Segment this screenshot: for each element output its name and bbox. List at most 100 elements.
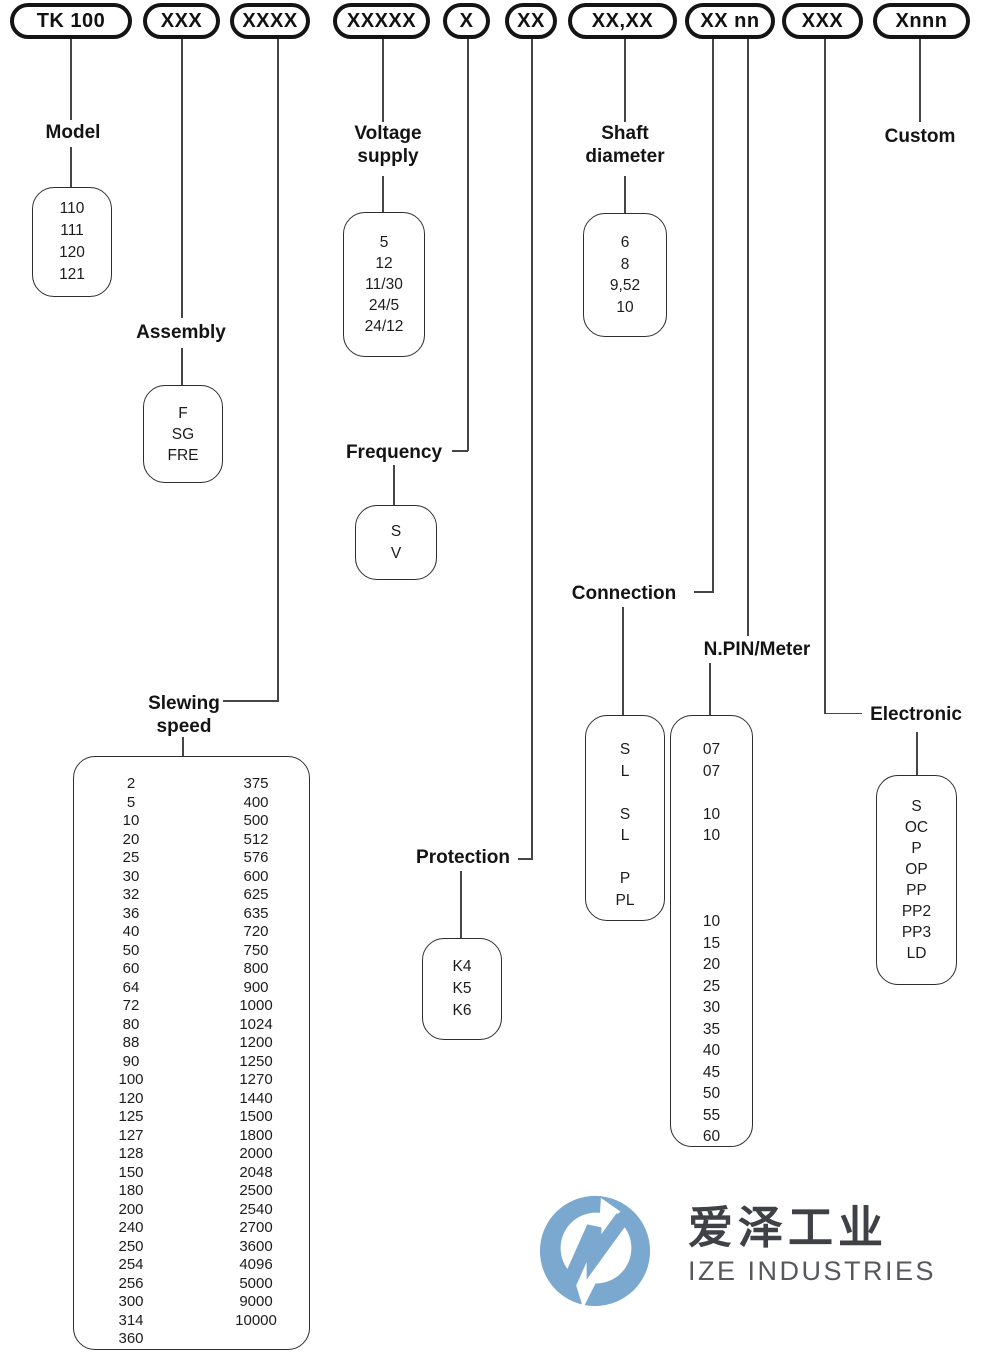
option-value: 30	[122, 867, 140, 885]
label-line: diameter	[585, 146, 665, 167]
code-segment-box-connection: XX nn	[685, 3, 775, 39]
connector-line	[277, 39, 279, 702]
option-value: 35	[702, 1020, 721, 1038]
option-value: 11/30	[365, 276, 403, 293]
code-segment-box-protection: XX	[505, 3, 557, 39]
connector-line	[919, 39, 921, 122]
option-value: 100	[118, 1071, 144, 1088]
company-name-en: IZE INDUSTRIES	[688, 1256, 937, 1286]
option-value: 254	[118, 1256, 144, 1273]
option-value: 120	[59, 244, 85, 261]
option-value	[671, 847, 752, 869]
option-value: K6	[452, 1002, 472, 1019]
option-value: 5	[126, 793, 136, 811]
option-value: 2	[126, 775, 136, 792]
label-line: supply	[357, 146, 419, 167]
option-value: 30	[702, 999, 721, 1016]
option-value: 1800	[239, 1126, 273, 1144]
option-value: 110	[59, 200, 85, 217]
connector-line	[916, 732, 918, 775]
connector-line	[382, 39, 384, 122]
option-value: PL	[615, 891, 635, 909]
field-label-protection: Protection	[416, 847, 510, 868]
option-value: K4	[452, 958, 472, 975]
connector-line	[460, 871, 462, 938]
option-value: S	[619, 741, 631, 758]
option-value: 576	[243, 849, 269, 866]
option-value: 1200	[239, 1034, 273, 1051]
code-segment-box-frequency: X	[443, 3, 490, 39]
option-value: P	[911, 840, 922, 857]
option-value: 60	[122, 960, 140, 977]
option-value	[586, 782, 664, 804]
option-value: 24/5	[368, 297, 400, 314]
option-value	[586, 847, 664, 869]
code-segment-box-shaft: XX,XX	[568, 3, 677, 39]
code-segment-box-slewing: XXXX	[230, 3, 310, 39]
code-segment-box-custom: Xnnn	[873, 3, 970, 39]
option-value: 60	[702, 1128, 721, 1145]
option-value: 10	[702, 913, 721, 930]
option-value: 80	[122, 1015, 140, 1033]
option-value: OC	[904, 819, 929, 836]
option-value: 1250	[239, 1052, 273, 1070]
connector-line	[181, 39, 183, 318]
connector-line	[382, 176, 384, 212]
connector-line	[824, 712, 862, 714]
connector-line	[824, 39, 826, 714]
option-value: PP3	[901, 924, 932, 941]
option-value: 50	[122, 941, 140, 959]
label-line: Shaft	[601, 123, 649, 144]
connector-line	[747, 39, 749, 636]
option-value: 500	[243, 812, 269, 829]
option-value: 240	[118, 1219, 144, 1236]
option-value: 25	[122, 849, 140, 866]
option-value	[671, 868, 752, 890]
option-value: 3600	[239, 1237, 273, 1255]
option-value: 250	[118, 1237, 144, 1255]
field-label-electronic: Electronic	[870, 704, 962, 725]
label-line: Voltage	[354, 123, 422, 144]
option-value: K5	[452, 980, 472, 997]
label-line: speed	[156, 716, 212, 737]
field-label-npin-meter: N.PIN/Meter	[703, 639, 811, 660]
connector-line	[70, 147, 72, 187]
option-value: PP2	[901, 903, 932, 920]
connector-line	[70, 39, 72, 120]
option-value: 1440	[239, 1089, 273, 1107]
option-value: 10	[616, 298, 634, 316]
option-value: L	[620, 762, 630, 780]
field-label-frequency: Frequency	[345, 442, 443, 463]
option-value: 64	[122, 978, 140, 996]
code-segment-box-voltage: XXXXX	[333, 3, 430, 39]
option-value: 800	[243, 960, 269, 977]
option-value: 4096	[239, 1256, 273, 1273]
option-value: 2048	[239, 1163, 273, 1181]
company-name: 爱泽工业 IZE INDUSTRIES	[688, 1204, 937, 1287]
option-value: 6	[620, 234, 630, 251]
option-value: V	[390, 544, 402, 562]
option-value: 900	[243, 978, 269, 996]
option-value: 125	[118, 1108, 144, 1125]
option-value: OP	[905, 861, 928, 878]
option-value: 625	[243, 886, 269, 903]
option-value: 40	[122, 923, 140, 940]
option-value: F	[178, 404, 188, 422]
option-value: 8	[620, 255, 630, 273]
connector-line	[223, 700, 278, 702]
option-value: 10	[702, 827, 721, 844]
option-value: 20	[122, 830, 140, 848]
field-label-custom: Custom	[884, 126, 956, 147]
option-value: 07	[702, 762, 721, 780]
connector-line	[712, 39, 714, 593]
connector-line	[622, 607, 624, 715]
option-value: 128	[118, 1145, 144, 1162]
connector-line	[518, 858, 532, 860]
connector-line	[709, 663, 711, 715]
